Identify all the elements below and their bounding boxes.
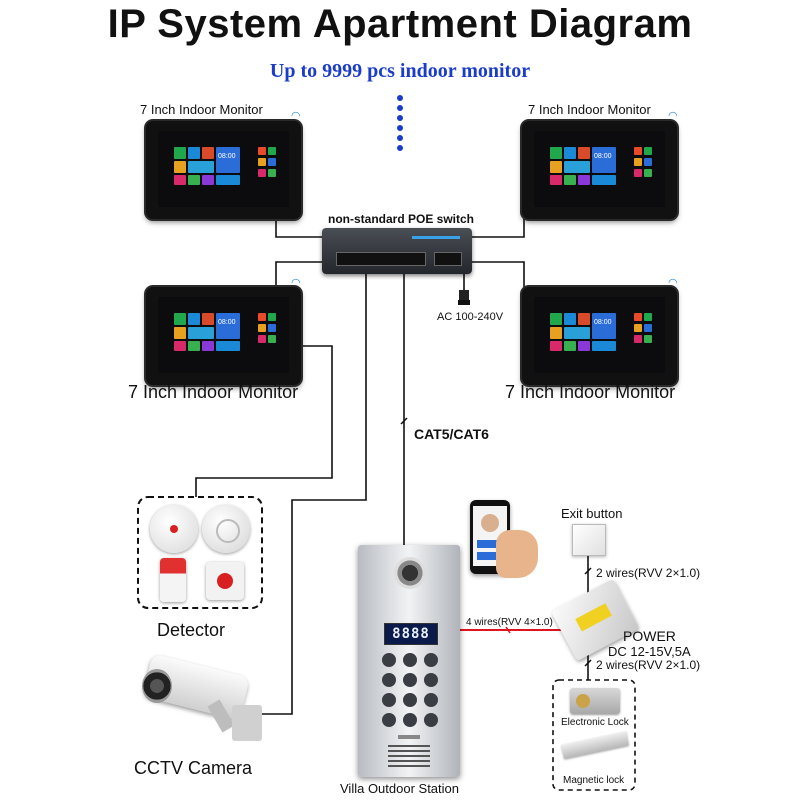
poe-switch-label: non-standard POE switch (328, 212, 475, 226)
wifi-icon: ◠ (291, 277, 301, 289)
cable-mid-right (450, 261, 525, 290)
indoor-monitor-mid-right: 08:00 (522, 287, 677, 385)
keypad[interactable] (382, 653, 438, 731)
power-title: POWER (623, 628, 676, 644)
page-title: IP System Apartment Diagram (107, 2, 693, 46)
magnetic-lock-label: Magnetic lock (563, 775, 625, 786)
monitor-label-top-right: 7 Inch Indoor Monitor (528, 102, 651, 117)
exit-button-label: Exit button (561, 506, 623, 521)
screen-clock: 08:00 (594, 319, 612, 326)
monitor-label-top-left: 7 Inch Indoor Monitor (140, 102, 263, 117)
indoor-monitor-top-right: 08:00 (522, 121, 677, 219)
indoor-monitor-mid-left: 08:00 (146, 287, 301, 385)
camera-lens-icon (394, 557, 426, 589)
outdoor-station: 8888 (358, 545, 460, 777)
smoke-detector-icon (150, 505, 198, 553)
hand-icon (496, 530, 538, 578)
screen-clock: 08:00 (218, 153, 236, 160)
speaker-grille (388, 745, 430, 769)
emergency-button-icon (206, 562, 244, 600)
exit-wire-label: 2 wires(RVV 2×1.0) (596, 566, 701, 580)
monitor-label-mid-left: 7 Inch Indoor Monitor (128, 382, 299, 402)
cctv-camera-icon (136, 653, 276, 755)
lock-box (552, 679, 636, 791)
power-spec: DC 12-15V,5A (608, 644, 691, 659)
cable-top-right (470, 212, 525, 238)
gas-detector-icon (202, 505, 250, 553)
poe-switch (322, 228, 472, 274)
cable-detector (195, 345, 333, 497)
plug-icon (458, 290, 470, 305)
cctv-label: CCTV Camera (134, 758, 253, 778)
cable-top-left (275, 212, 322, 238)
detector-box (137, 496, 263, 609)
cable-mid-left (275, 261, 340, 290)
siren-icon (160, 558, 186, 602)
screen-clock: 08:00 (218, 319, 236, 326)
electronic-lock-icon (570, 688, 620, 714)
monitor-screen: 08:00 (534, 297, 665, 373)
electronic-lock-label: Electronic Lock (561, 717, 629, 728)
monitor-screen: 08:00 (158, 297, 289, 373)
monitor-screen: 08:00 (158, 131, 289, 207)
exit-button-icon[interactable] (572, 524, 606, 556)
lock-wire-label: 2 wires(RVV 2×1.0) (596, 658, 701, 672)
cable-label: CAT5/CAT6 (414, 426, 489, 442)
wifi-icon: ◠ (668, 110, 678, 122)
screen-clock: 08:00 (594, 153, 612, 160)
page-subtitle: Up to 9999 pcs indoor monitor (269, 60, 531, 82)
indoor-monitor-top-left: 08:00 (146, 121, 301, 219)
station-display: 8888 (384, 623, 438, 645)
monitor-label-mid-right: 7 Inch Indoor Monitor (505, 382, 676, 402)
wifi-icon: ◠ (668, 277, 678, 289)
station-wire-label: 4 wires(RVV 4×1.0) (466, 617, 553, 628)
outdoor-station-label: Villa Outdoor Station (340, 781, 459, 796)
cable-cctv (262, 274, 367, 715)
monitor-screen: 08:00 (534, 131, 665, 207)
detector-label: Detector (157, 620, 226, 640)
wifi-icon: ◠ (291, 110, 301, 122)
power-input-label: AC 100-240V (437, 311, 504, 323)
